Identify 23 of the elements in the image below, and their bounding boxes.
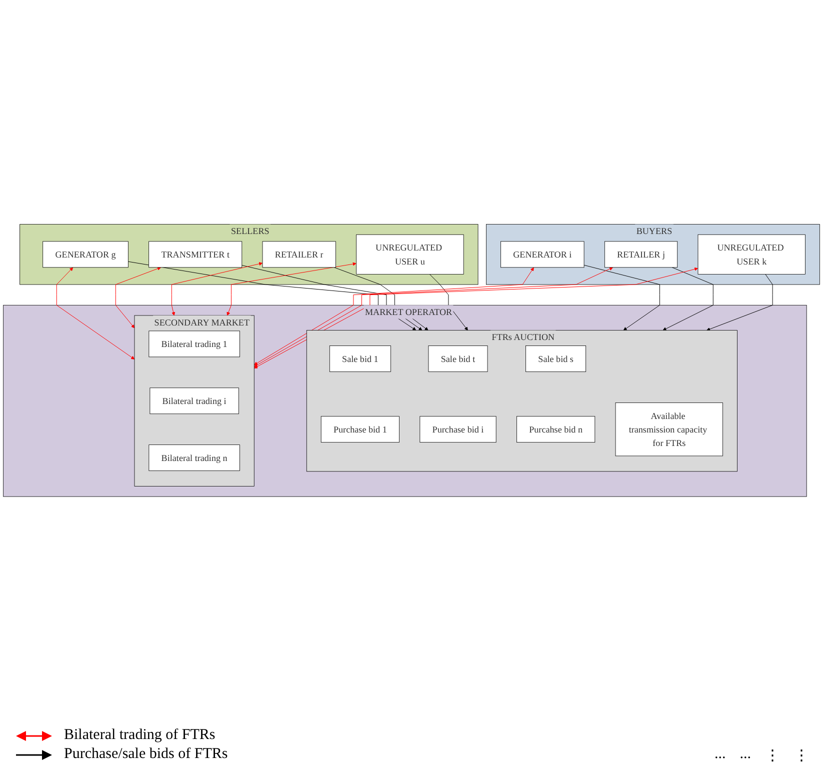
node-box: Purchase bid i bbox=[420, 416, 496, 443]
node-box: UNREGULATED USER k bbox=[698, 234, 806, 274]
legend-text: Bilateral trading of FTRs bbox=[64, 727, 216, 744]
node-box: Purcahse bid n bbox=[516, 416, 596, 443]
node-box: Sale bid t bbox=[428, 346, 488, 372]
node-box: Bilateral trading i bbox=[150, 388, 239, 414]
node-box: RETAILER r bbox=[262, 241, 336, 268]
node-box: UNREGULATED USER u bbox=[356, 234, 464, 274]
ellipsis-note: ⋮ bbox=[765, 747, 780, 765]
node-box: GENERATOR i bbox=[500, 241, 584, 268]
node-box: GENERATOR g bbox=[42, 241, 128, 268]
node-box: RETAILER j bbox=[604, 241, 678, 268]
legend-text: Purchase/sale bids of FTRs bbox=[64, 746, 228, 763]
node-box: Bilateral trading n bbox=[148, 444, 240, 472]
node-box: Bilateral trading 1 bbox=[148, 330, 240, 358]
node-box: TRANSMITTER t bbox=[148, 241, 242, 268]
node-box: Purchase bid 1 bbox=[320, 416, 400, 443]
node-box: Available transmission capacity for FTRs bbox=[615, 402, 723, 456]
ellipsis-note: ... bbox=[740, 746, 751, 764]
node-box: Sale bid 1 bbox=[329, 346, 391, 372]
node-box: Sale bid s bbox=[526, 346, 586, 372]
ellipsis-note: ⋮ bbox=[794, 747, 809, 765]
ellipsis-note: ... bbox=[714, 746, 726, 764]
